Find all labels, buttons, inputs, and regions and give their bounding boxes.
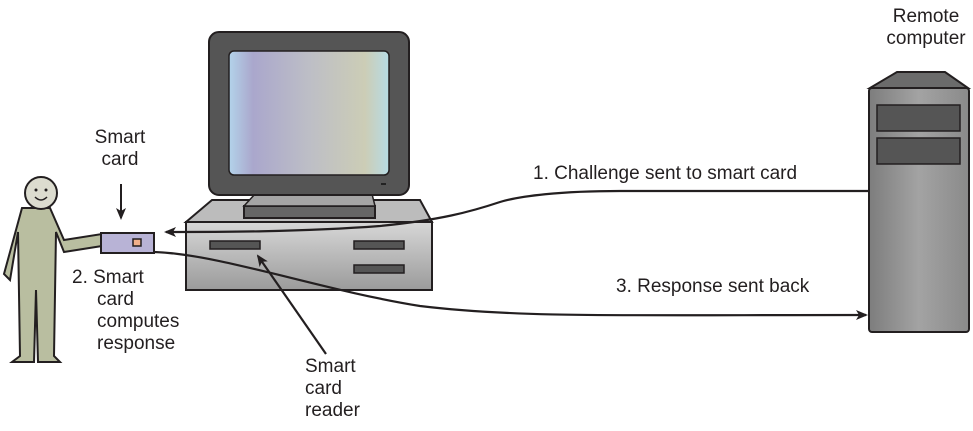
step2-label-line4: response bbox=[97, 333, 176, 354]
reader-label-line1: Smart bbox=[305, 356, 356, 377]
reader-pointer-arrow bbox=[256, 254, 327, 355]
person-icon bbox=[2, 176, 103, 363]
reader-label: Smart card reader bbox=[305, 356, 360, 422]
server-tower-icon bbox=[866, 71, 972, 333]
reader-label-line3: reader bbox=[305, 400, 360, 421]
response-arrow bbox=[153, 250, 868, 321]
step1-label: 1. Challenge sent to smart card bbox=[533, 163, 798, 184]
remote-computer-label: Remote computer bbox=[876, 6, 973, 50]
step2-label-line3: computes bbox=[97, 311, 180, 332]
challenge-arrow bbox=[164, 189, 869, 237]
monitor-screen bbox=[228, 50, 390, 176]
smart-card-label-line1: Smart bbox=[94, 127, 146, 148]
reader-label-line2: card bbox=[305, 378, 342, 399]
smart-card-label: Smart card bbox=[80, 127, 160, 171]
step3-label: 3. Response sent back bbox=[616, 276, 810, 297]
step2-label-line2: card bbox=[97, 289, 134, 310]
desktop-computer-icon bbox=[183, 31, 434, 291]
step2-label: 2. Smart card computes response bbox=[72, 267, 179, 355]
remote-computer-label-line2: computer bbox=[886, 28, 966, 49]
step2-label-line1: 2. Smart bbox=[72, 267, 144, 288]
smart-card-label-line2: card bbox=[101, 149, 139, 170]
remote-computer-label-line1: Remote bbox=[892, 6, 960, 27]
smart-card-icon bbox=[100, 232, 155, 254]
card-reader-slot bbox=[209, 240, 261, 250]
